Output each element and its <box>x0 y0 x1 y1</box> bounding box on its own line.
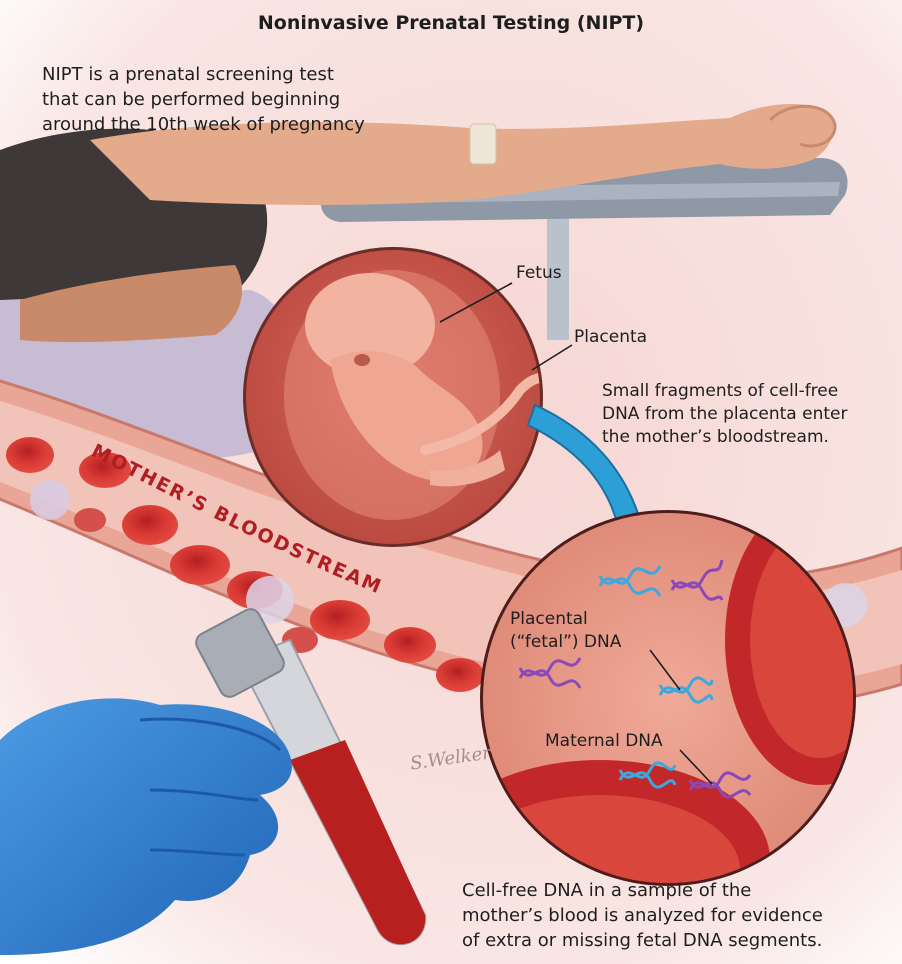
placental-dna-label: Placental (“fetal”) DNA <box>510 608 621 654</box>
placenta-label: Placenta <box>574 326 647 349</box>
intro-text: NIPT is a prenatal screening test that c… <box>42 62 365 137</box>
analysis-caption: Cell-free DNA in a sample of the mother’… <box>462 878 823 953</box>
maternal-dna-label: Maternal DNA <box>545 730 663 753</box>
fetus-label: Fetus <box>516 262 562 285</box>
page-title: Noninvasive Prenatal Testing (NIPT) <box>0 12 902 34</box>
fragments-caption: Small fragments of cell-free DNA from th… <box>602 380 847 449</box>
